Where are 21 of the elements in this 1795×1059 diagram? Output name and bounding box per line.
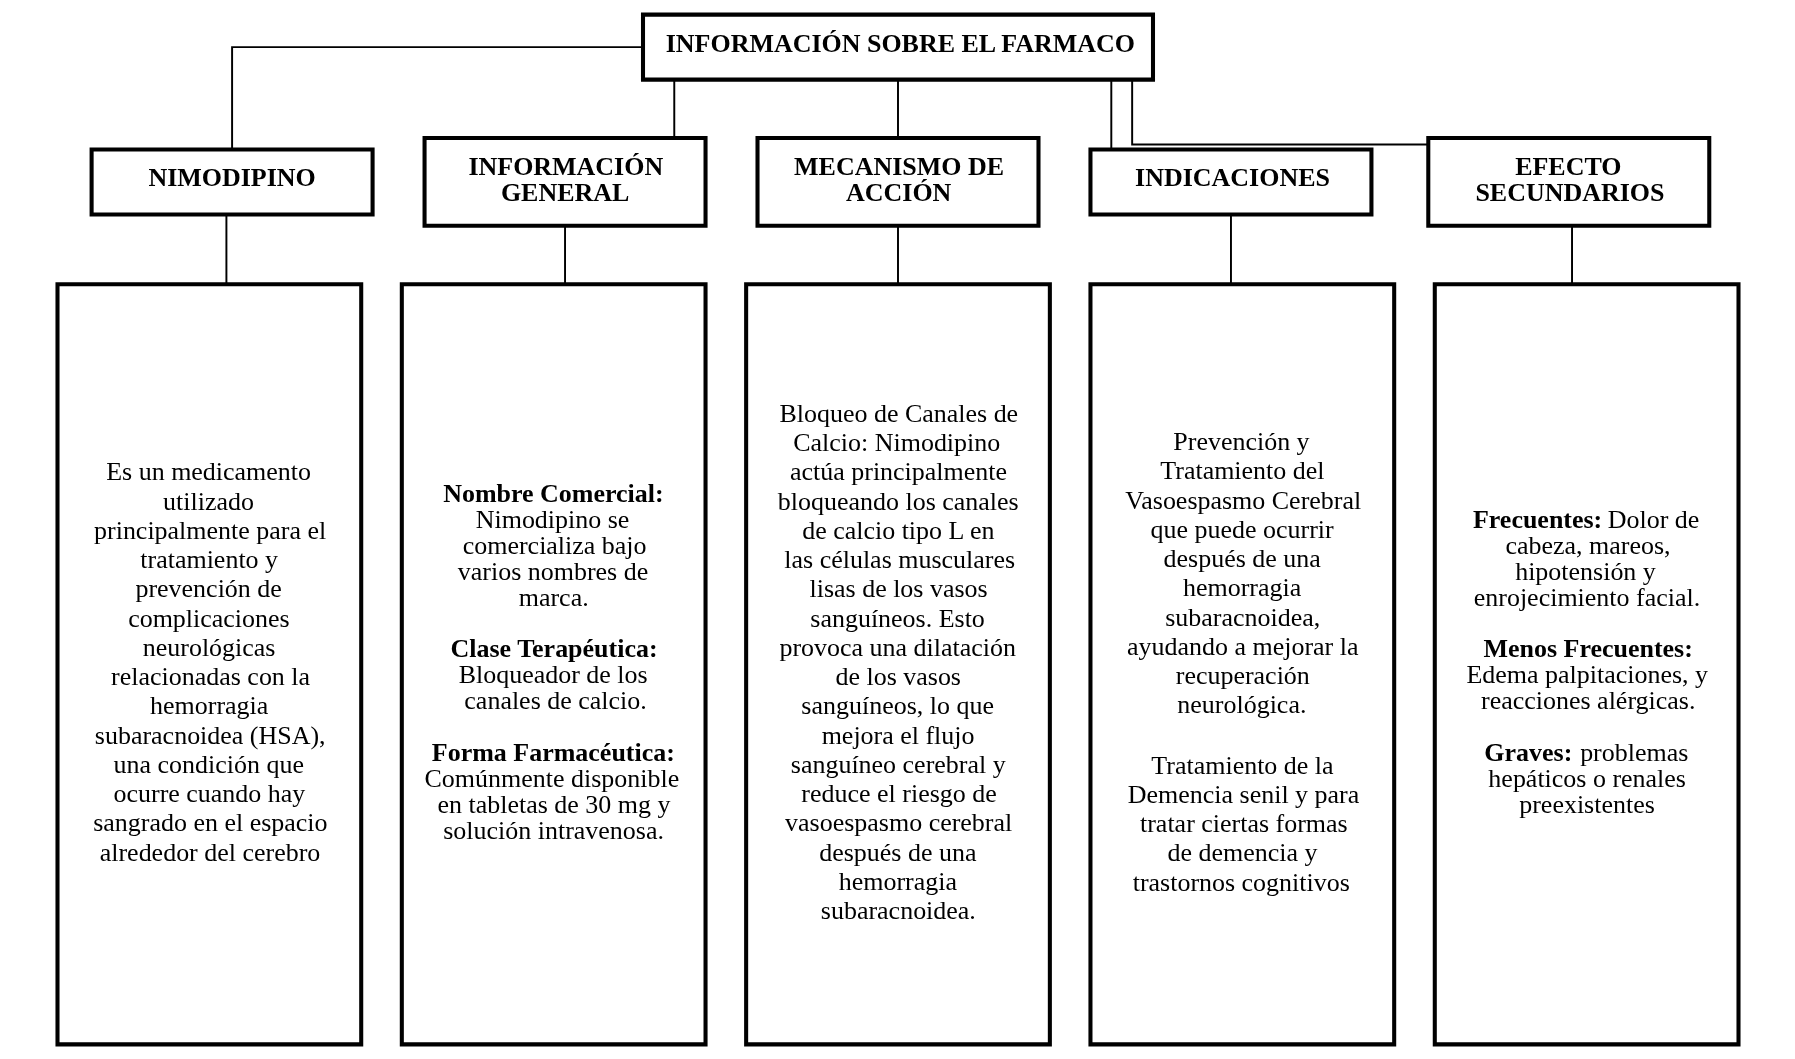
- connector: [224, 214, 227, 285]
- node-box: Frecuentes: Dolor de cabeza, mareos, hipotensión y enrojecimiento facial. Menos Frecuentes: Edema palpitaciones, y reacciones alérgicas. Graves: problemas hepáticos o renales preexistentes: [1432, 282, 1741, 1047]
- connector: [672, 78, 675, 139]
- node-box: Es un medicamento utilizado principalmente para el tratamiento y prevención de complicaciones neurológicas relacionadas con la hemorragia subaracnoidea (HSA), una condición que ocurre cuando hay sangrado en el espacio alrededor del cerebro: [54, 282, 363, 1047]
- node-box: NIMODIPINO: [89, 147, 375, 217]
- connector: [563, 225, 566, 285]
- node-box: Prevención y Tratamiento del Vasoespasmo Cerebral que puede ocurrir después de una hemorragia subaracnoidea, ayudando a mejorar la recuperación neurológica. Tratamiento de la Demencia senil y para tratar ciertas formas de demencia y trastornos cognitivos: [1087, 282, 1396, 1047]
- node-box: Bloqueo de Canales de Calcio: Nimodipino actúa principalmente bloqueando los canales de calcio tipo L en las células musculares lisas de los vasos sanguíneos. Esto provoca una dilatación de los vasos sanguíneos, lo que mejora el flujo sanguíneo cerebral y reduce el riesgo de vasoespasmo cerebral después de una hemorragia subaracnoidea.: [743, 282, 1052, 1047]
- node-box: INFORMACIÓN GENERAL: [422, 136, 708, 228]
- connector: [896, 78, 899, 139]
- connector: [896, 225, 899, 285]
- node-box: INFORMACIÓN SOBRE EL FARMACO: [640, 12, 1155, 82]
- node-box: Nombre Comercial: Nimodipino se comercializa bajo varios nombres de marca. Clase Terapéutica: Bloqueador de los canales de calcio. Forma Farmacéutica: Comúnmente disponible en tabletas de 30 mg y solución intravenosa.: [399, 282, 708, 1047]
- node-box: INDICACIONES: [1087, 147, 1373, 217]
- node-box: EFECTO SECUNDARIOS: [1425, 136, 1711, 228]
- connector: [1109, 78, 1112, 151]
- connector: [1130, 79, 1429, 146]
- connector: [1229, 214, 1232, 285]
- connector: [1570, 225, 1573, 285]
- node-box: MECANISMO DE ACCIÓN: [755, 136, 1040, 228]
- connector: [230, 46, 644, 151]
